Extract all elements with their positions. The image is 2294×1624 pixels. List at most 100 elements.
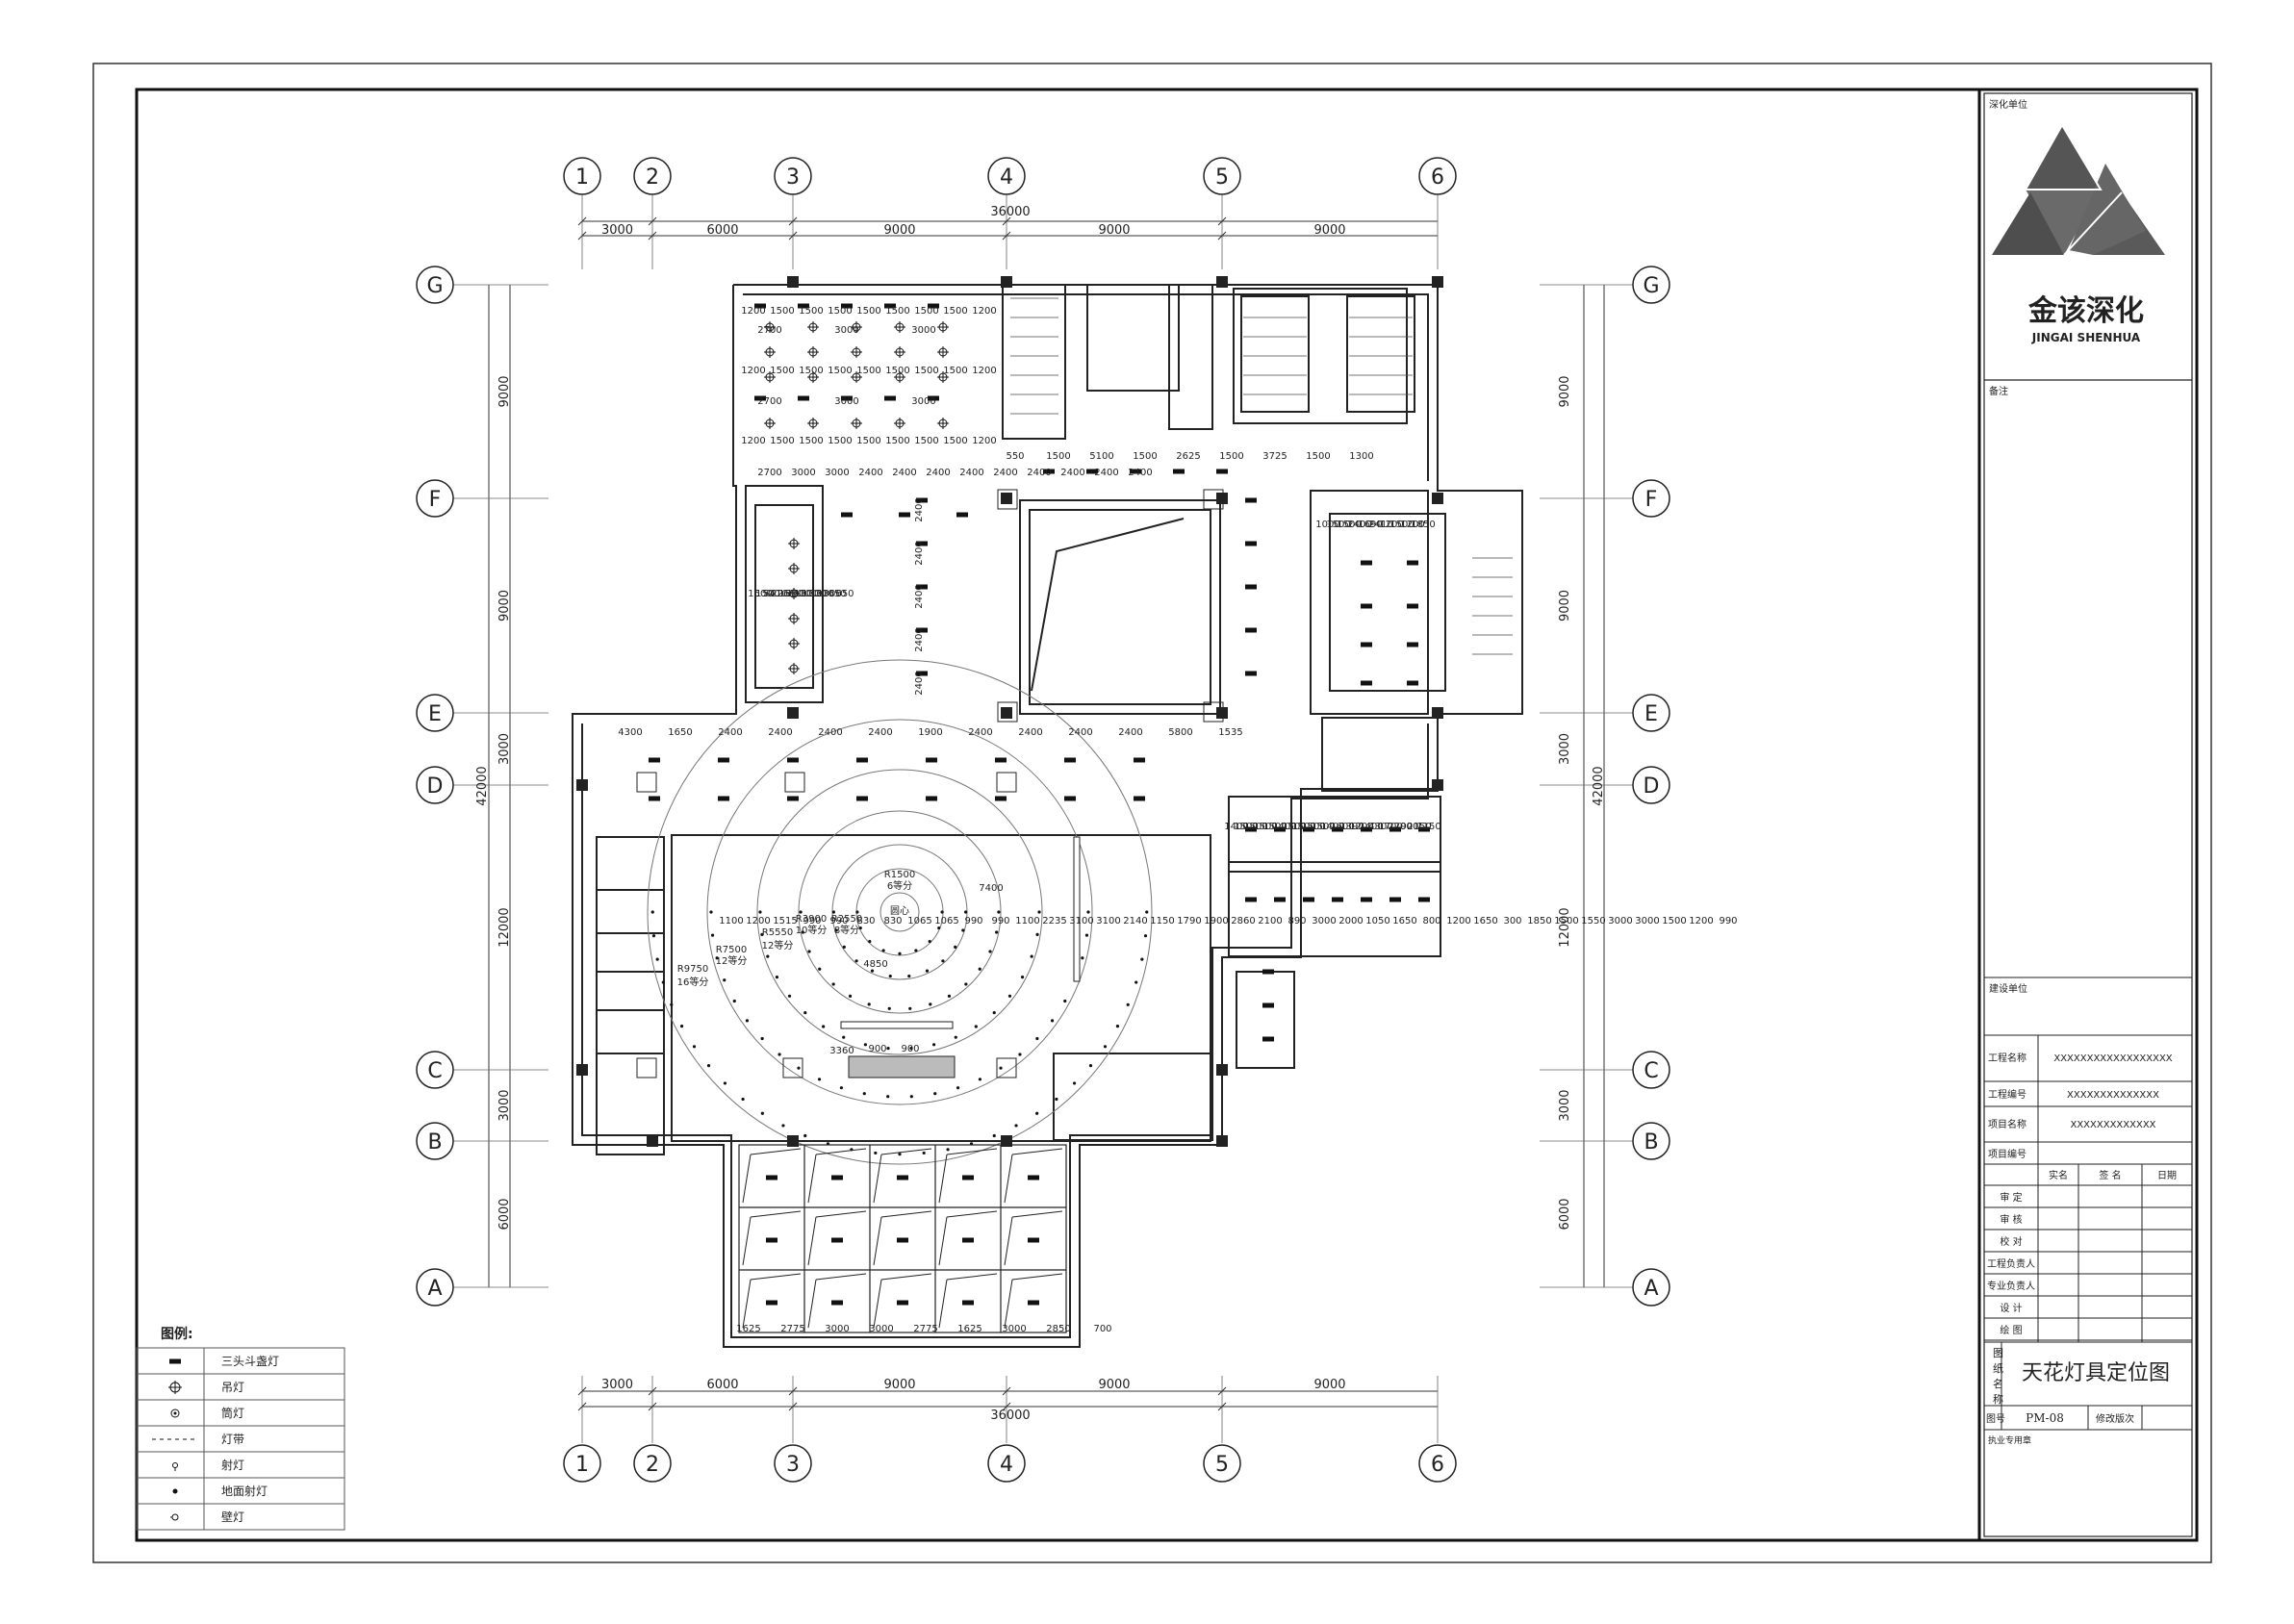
triple-grille-light-icon bbox=[649, 796, 660, 801]
dim-right-lower: 1500 bbox=[1234, 822, 1258, 832]
triple-grille-light-icon bbox=[1028, 1300, 1039, 1306]
dim-misc: 1200 bbox=[1446, 916, 1470, 926]
floor-spotlight-icon bbox=[855, 910, 859, 914]
floor-spotlight-icon bbox=[874, 1151, 878, 1155]
column bbox=[787, 707, 799, 719]
triple-grille-light-icon bbox=[1064, 757, 1076, 763]
stair-hatch bbox=[1010, 297, 1513, 655]
dim-right-lower: 1700 bbox=[1378, 822, 1402, 832]
dim-col-spacing: 9000 bbox=[1098, 223, 1130, 238]
dim-tick bbox=[577, 1402, 587, 1411]
floor-spotlight-icon bbox=[881, 949, 885, 952]
dim-misc: 990 bbox=[1719, 916, 1737, 926]
dim-misc: 2000 bbox=[1338, 916, 1363, 926]
dim-misc: 1200 bbox=[1689, 916, 1713, 926]
dim-tick bbox=[577, 231, 587, 241]
dim-row-spacing: 3000 bbox=[1558, 733, 1572, 765]
triple-grille-light-icon bbox=[1407, 560, 1418, 566]
project-name-value: XXXXXXXXXXXXXXXXXX bbox=[2053, 1053, 2172, 1064]
grid-bubble-label: C bbox=[1644, 1059, 1658, 1083]
floor-spotlight-icon bbox=[655, 957, 659, 961]
lobby-annotation: R5550 bbox=[762, 927, 793, 938]
grid-bubble-row bbox=[1632, 1268, 1670, 1307]
grid-bubble-label: B bbox=[427, 1130, 442, 1155]
grid-bubble-label: 6 bbox=[1431, 165, 1444, 190]
column bbox=[647, 1135, 658, 1147]
floor-spotlight-icon bbox=[817, 1078, 822, 1081]
dim-col-total: 36000 bbox=[990, 1408, 1030, 1423]
triple-grille-light-icon bbox=[897, 1175, 908, 1180]
dim-misc: 1500 bbox=[1662, 916, 1686, 926]
dim-misc: 1150 bbox=[1150, 916, 1174, 926]
floor-spotlight-icon bbox=[992, 1133, 996, 1138]
lobby-annotation: 900 bbox=[901, 1044, 919, 1054]
triple-grille-light-icon bbox=[1262, 1002, 1274, 1008]
dim-row-e: 2400 bbox=[718, 727, 742, 738]
floor-spotlight-icon bbox=[842, 1035, 846, 1039]
grid-bubble-label: F bbox=[1645, 488, 1658, 512]
triple-grille-light-icon bbox=[1086, 469, 1098, 474]
dim-misc: 300 bbox=[1503, 916, 1521, 926]
dim-tick bbox=[648, 216, 657, 226]
role-label: 专业负责人 bbox=[1987, 1280, 2035, 1292]
triple-grille-light-icon bbox=[1407, 603, 1418, 609]
dim-tick bbox=[1002, 1386, 1011, 1396]
dim-top-row: 1500 bbox=[885, 436, 909, 446]
dim-top-row: 1500 bbox=[914, 306, 938, 317]
triple-grille-light-icon bbox=[718, 796, 729, 801]
dim-row-spacing: 3000 bbox=[1558, 1089, 1572, 1121]
floor-spotlight-icon bbox=[1035, 1036, 1039, 1041]
grid-bubble-label: 4 bbox=[1000, 1453, 1013, 1477]
dim-bottom-row: 2850 bbox=[1046, 1324, 1070, 1334]
grid-bubble-row bbox=[1632, 694, 1670, 732]
lobby-annotation: 10等分 bbox=[796, 924, 828, 936]
floor-spotlight-icon bbox=[868, 939, 872, 944]
floor-spotlight-icon bbox=[946, 1148, 950, 1152]
dim-misc: 890 bbox=[1287, 916, 1306, 926]
grid-bubble-row bbox=[416, 1268, 454, 1307]
triple-grille-light-icon bbox=[1361, 826, 1372, 832]
project-name-label: 工程名称 bbox=[1988, 1052, 2026, 1064]
reception-desk bbox=[848, 1055, 956, 1078]
floor-spotlight-icon bbox=[1030, 954, 1033, 958]
dimension-lines bbox=[488, 220, 1605, 1408]
triple-grille-light-icon bbox=[754, 395, 766, 401]
dim-tick bbox=[1002, 231, 1011, 241]
floor-spotlight-icon bbox=[1103, 1045, 1108, 1049]
floor-spotlight-icon bbox=[715, 956, 719, 960]
client-label: 建设单位 bbox=[1989, 982, 2027, 995]
dim-right-block: 1200 bbox=[1379, 520, 1403, 530]
triple-grille-light-icon bbox=[766, 1237, 777, 1243]
floor-spotlight-icon bbox=[898, 952, 902, 955]
dim-misc: 1900 bbox=[1204, 916, 1228, 926]
grid-bubble-col bbox=[633, 157, 672, 195]
floor-spotlight-icon bbox=[1035, 932, 1039, 936]
grid-bubble-label: 4 bbox=[1000, 165, 1013, 190]
legend-label: 筒灯 bbox=[221, 1406, 244, 1420]
grid-bubble-row bbox=[416, 1122, 454, 1160]
grid-bubble-col bbox=[1203, 157, 1241, 195]
triple-grille-light-icon bbox=[962, 1175, 974, 1180]
dim-left-block: 5410 bbox=[763, 589, 787, 599]
drawing-name-label: 图纸名称 bbox=[1993, 1347, 2003, 1406]
grid-bubble-col bbox=[563, 157, 601, 195]
floor-spotlight-icon bbox=[1143, 934, 1148, 938]
triple-grille-light-icon bbox=[928, 303, 939, 309]
triple-grille-light-icon bbox=[926, 757, 937, 763]
triple-grille-light-icon bbox=[754, 303, 766, 309]
dim-mid-vertical: 2400 bbox=[914, 627, 925, 651]
triple-grille-light-icon bbox=[926, 796, 937, 801]
floor-spotlight-icon bbox=[929, 1002, 932, 1006]
column bbox=[1432, 707, 1443, 719]
dim-row-spacing: 9000 bbox=[497, 590, 512, 622]
dim-row-spacing: 3000 bbox=[497, 733, 512, 765]
floor-spotlight-icon bbox=[775, 976, 779, 979]
column bbox=[1216, 707, 1228, 719]
floor-spotlight-icon bbox=[831, 910, 836, 914]
spotlight-icon bbox=[172, 1462, 178, 1468]
dim-bottom-row: 2775 bbox=[780, 1324, 804, 1334]
floor-spotlight-icon bbox=[834, 928, 838, 932]
dim-misc: 990 bbox=[964, 916, 982, 926]
dim-top-row: 1500 bbox=[914, 436, 938, 446]
